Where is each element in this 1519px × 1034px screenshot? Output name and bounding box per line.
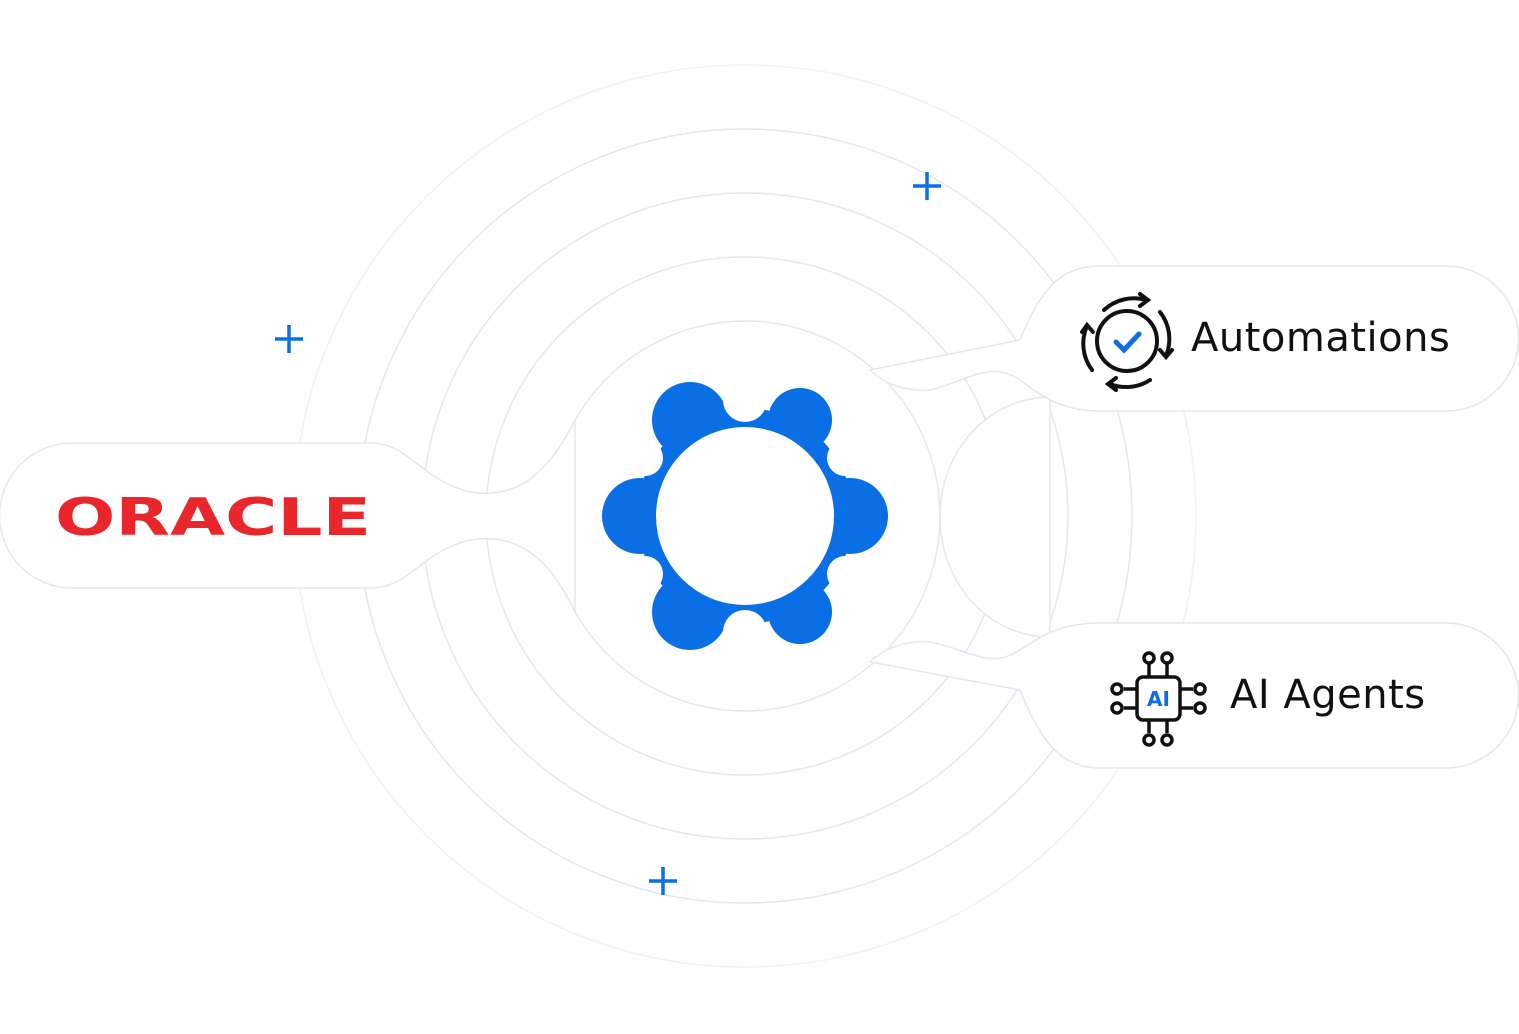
automations-label: Automations (1191, 315, 1451, 361)
automations-pill (868, 265, 1519, 412)
oracle-pill (0, 419, 576, 613)
plus-decorations (275, 172, 941, 895)
plus-icon (275, 325, 303, 353)
plus-icon (913, 172, 941, 200)
ai-agents-pill (868, 622, 1519, 769)
oracle-logo: ORACLE (55, 490, 371, 546)
automation-cycle-check-icon (1080, 292, 1174, 392)
ai-chip-icon (1110, 651, 1207, 747)
hub-logo (602, 378, 888, 654)
connector-loop (939, 396, 1051, 638)
ai-chip-text: AI (1147, 686, 1170, 711)
plus-icon (649, 867, 677, 895)
ai-agents-label: AI Agents (1230, 672, 1426, 718)
svg-text:ORACLE: ORACLE (55, 490, 371, 546)
